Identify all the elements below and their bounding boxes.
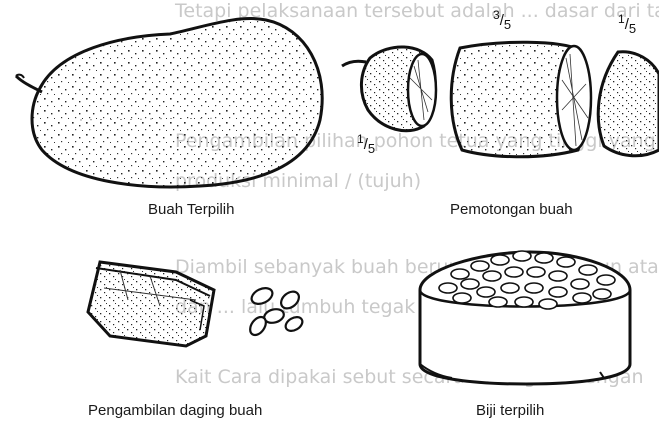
caption-biji-terpilih: Biji terpilih — [476, 402, 544, 419]
caption-pemotongan-buah: Pemotongan buah — [450, 201, 573, 218]
fraction-one-fifth-left: 1/5 — [357, 132, 375, 156]
whole-jackfruit-drawing — [16, 19, 322, 187]
fraction-three-fifths: 3/5 — [493, 8, 511, 32]
flesh-removal-drawing — [88, 262, 305, 346]
cut-fruit-drawing — [342, 42, 659, 157]
caption-pengambilan-daging-buah: Pengambilan daging buah — [88, 402, 262, 419]
fraction-one-fifth-right: 1/5 — [618, 12, 636, 36]
selected-seeds-drawing — [420, 251, 630, 384]
caption-buah-terpilih: Buah Terpilih — [148, 201, 234, 218]
